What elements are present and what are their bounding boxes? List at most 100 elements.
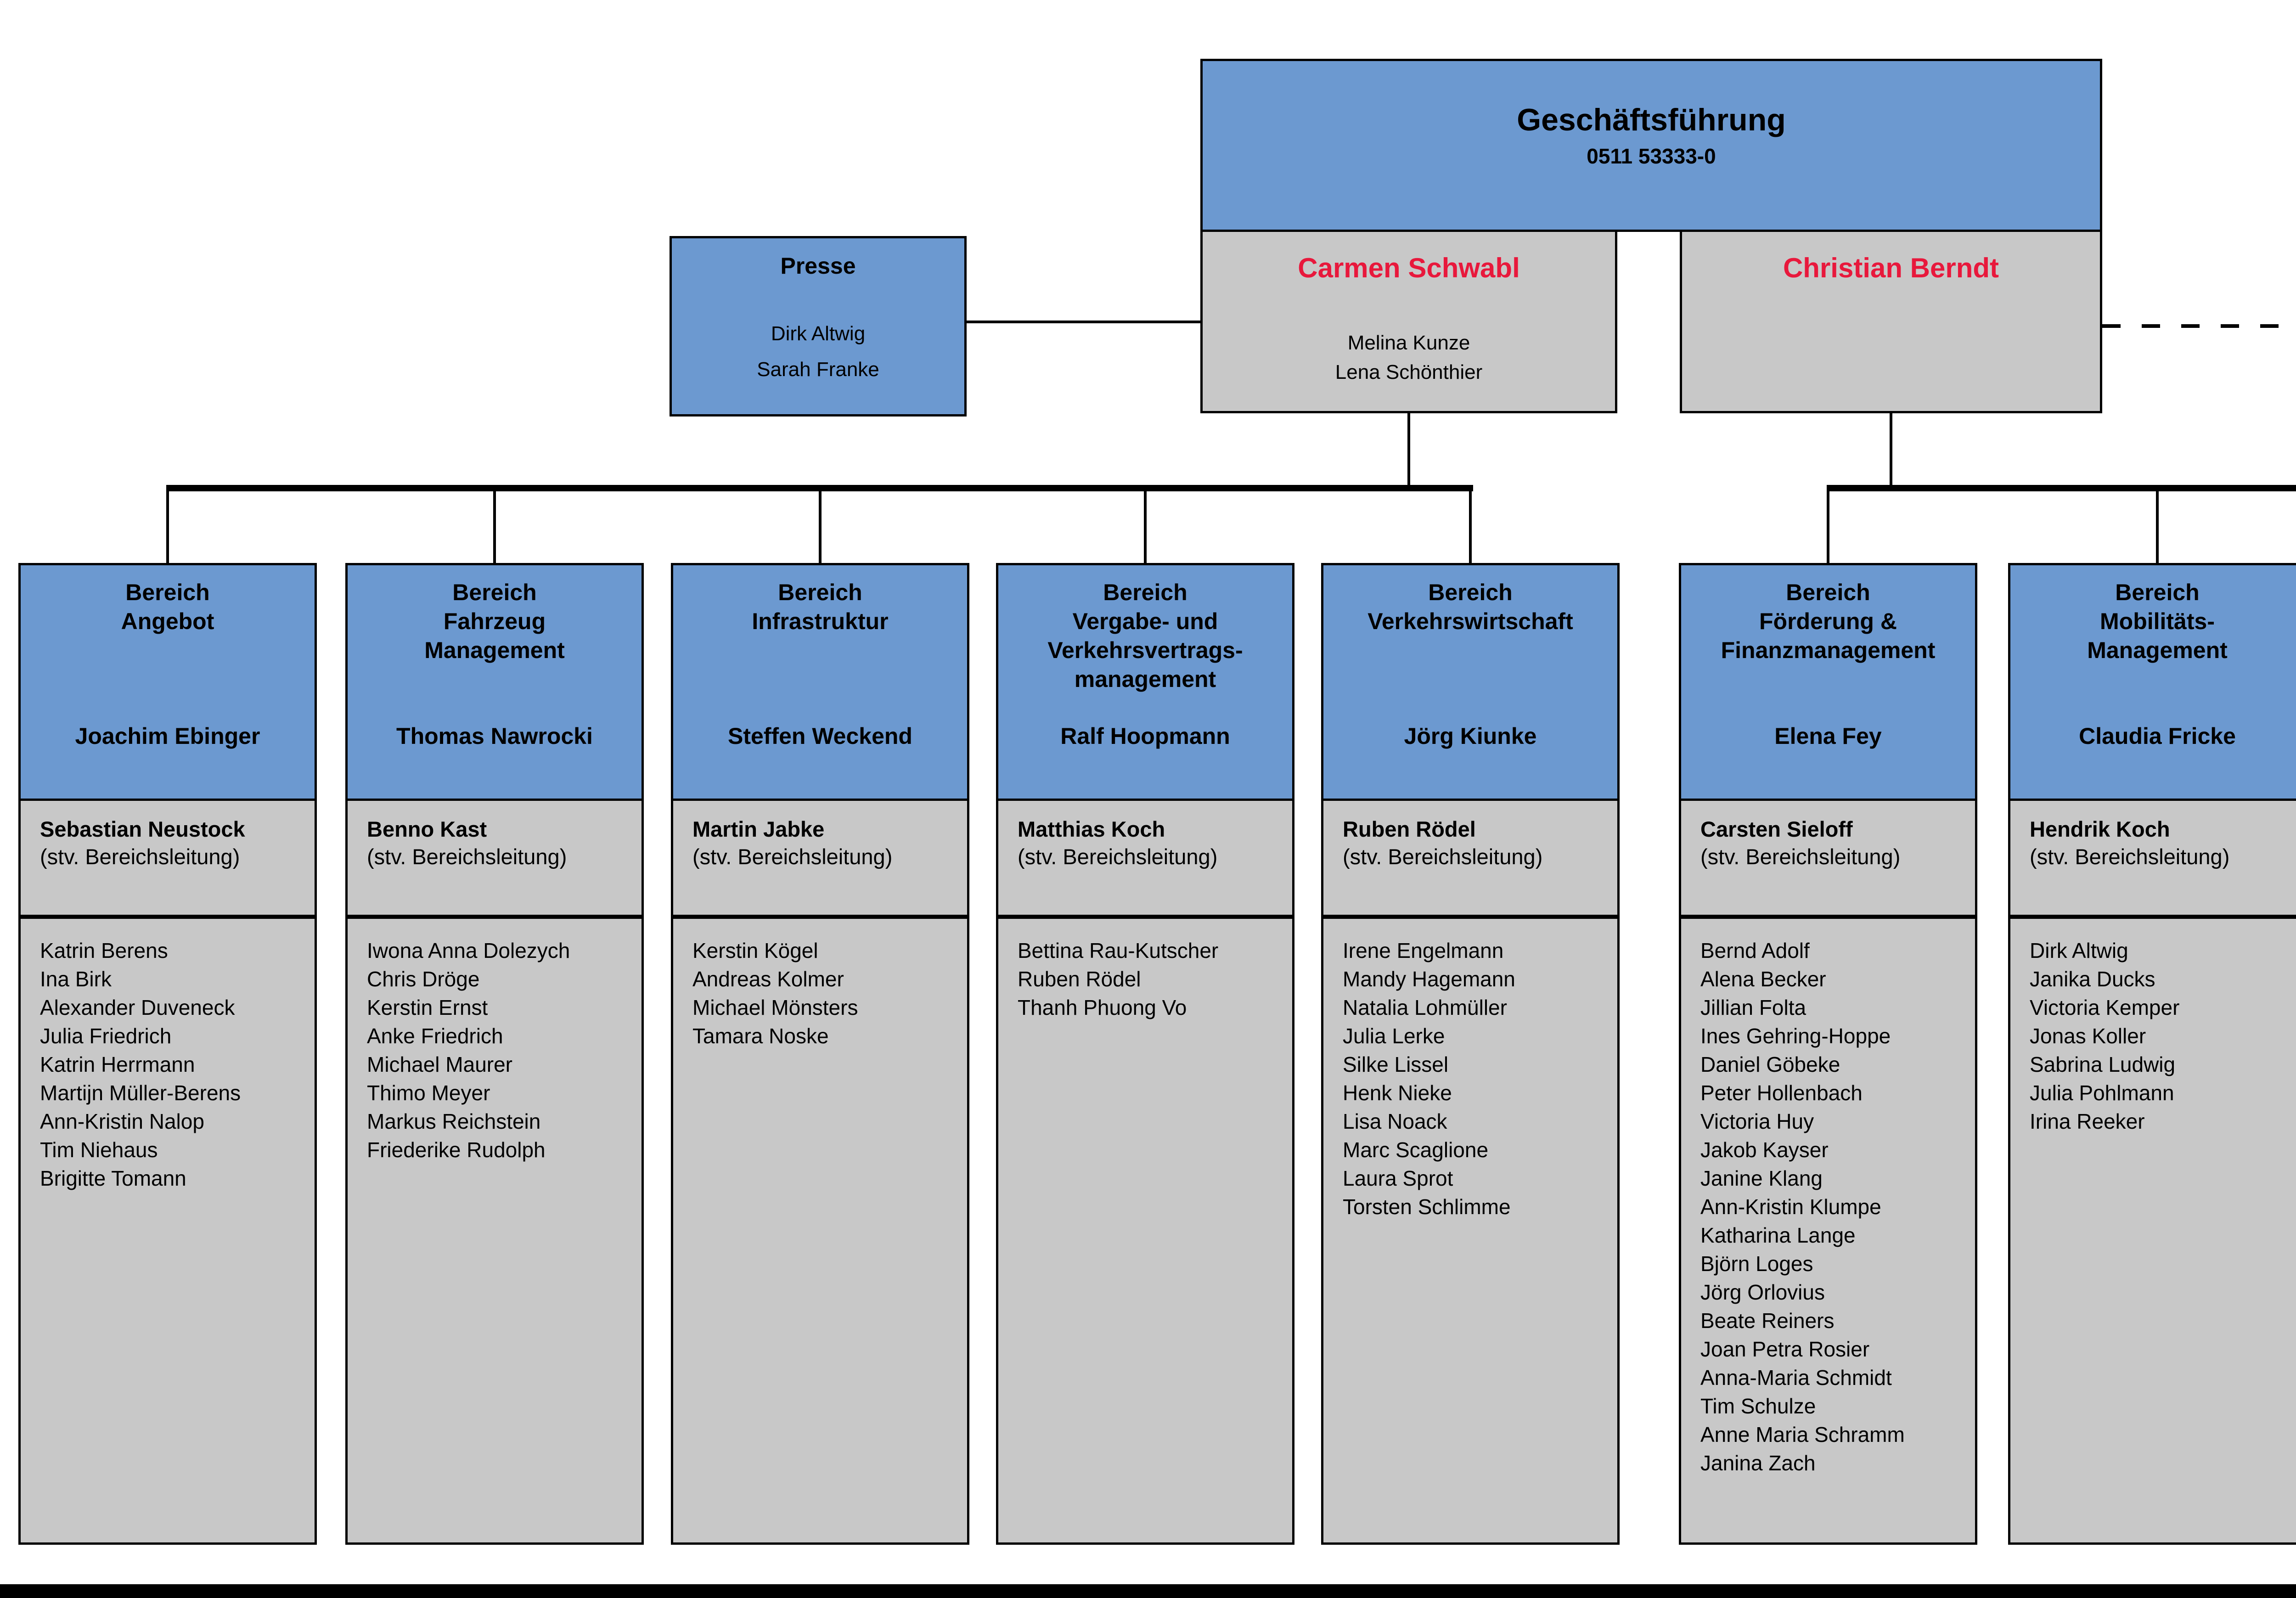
department-deputy-section: Benno Kast (stv. Bereichsleitung) bbox=[345, 801, 644, 917]
management-box: Geschäftsführung 0511 53333-0 bbox=[1200, 59, 2102, 232]
department-title-line: Verkehrsvertrags- bbox=[1047, 637, 1243, 663]
staff-member-name: Michael Maurer bbox=[367, 1052, 512, 1076]
deputy-name: Carsten Sieloff bbox=[1700, 817, 1853, 841]
connector-presse-line bbox=[967, 321, 1200, 323]
director-assistants: Melina Kunze Lena Schönthier bbox=[1212, 328, 1606, 387]
department-title-line: Bereich bbox=[1428, 580, 1513, 605]
staff-member-name: Anne Maria Schramm bbox=[1700, 1423, 1905, 1446]
deputy-role: (stv. Bereichsleitung) bbox=[40, 844, 240, 869]
staff-member-name: Henk Nieke bbox=[1343, 1081, 1452, 1105]
staff-member-name: Sabrina Ludwig bbox=[2030, 1052, 2176, 1076]
director-name: Carmen Schwabl bbox=[1298, 253, 1520, 283]
department-title-line: Bereich bbox=[778, 580, 862, 605]
staff-member-name: Kerstin Kögel bbox=[692, 939, 818, 962]
deputy-role: (stv. Bereichsleitung) bbox=[367, 844, 567, 869]
director-box-carmen-schwabl: Carmen Schwabl Melina Kunze Lena Schönth… bbox=[1200, 232, 1617, 413]
staff-member-name: Anna-Maria Schmidt bbox=[1700, 1366, 1892, 1390]
connector-drop-line bbox=[2156, 488, 2159, 563]
presse-box: Presse Dirk Altwig Sarah Franke bbox=[670, 236, 967, 416]
staff-member-name: Tamara Noske bbox=[692, 1024, 829, 1048]
staff-member-name: Irene Engelmann bbox=[1343, 939, 1504, 962]
connector-datenschutz-dashed-line bbox=[2102, 324, 2296, 328]
department-head-name: Claudia Fricke bbox=[2017, 722, 2296, 751]
deputy-name: Hendrik Koch bbox=[2030, 817, 2170, 841]
department-head-name: Elena Fey bbox=[1688, 722, 1969, 751]
staff-member-name: Bernd Adolf bbox=[1700, 939, 1810, 962]
staff-member-name: Bettina Rau-Kutscher bbox=[1018, 939, 1219, 962]
department-title-line: Management bbox=[2087, 637, 2228, 663]
staff-member-name: Julia Friedrich bbox=[40, 1024, 172, 1048]
staff-member-name: Anke Friedrich bbox=[367, 1024, 503, 1048]
staff-member-name: Silke Lissel bbox=[1343, 1052, 1449, 1076]
director-box-christian-berndt: Christian Berndt bbox=[1680, 232, 2102, 413]
department-title-line: Finanzmanagement bbox=[1721, 637, 1936, 663]
deputy-role: (stv. Bereichsleitung) bbox=[2030, 844, 2230, 869]
staff-member-name: Friederike Rudolph bbox=[367, 1138, 546, 1162]
department-title-line: Infrastruktur bbox=[752, 608, 889, 634]
connector-christian-vertical bbox=[1890, 412, 1892, 487]
deputy-name: Sebastian Neustock bbox=[40, 817, 245, 841]
deputy-name: Martin Jabke bbox=[692, 817, 825, 841]
staff-member-name: Brigitte Tomann bbox=[40, 1166, 186, 1190]
staff-member-name: Torsten Schlimme bbox=[1343, 1195, 1511, 1219]
staff-member-name: Ina Birk bbox=[40, 967, 112, 991]
staff-member-name: Katharina Lange bbox=[1700, 1223, 1856, 1247]
staff-member-name: Kerstin Ernst bbox=[367, 996, 488, 1019]
staff-member-name: Katrin Berens bbox=[40, 939, 168, 962]
staff-member-name: Jörg Orlovius bbox=[1700, 1280, 1825, 1304]
staff-member-name: Björn Loges bbox=[1700, 1252, 1813, 1276]
connector-drop-line bbox=[1144, 488, 1147, 563]
staff-member-name: Laura Sprot bbox=[1343, 1166, 1453, 1190]
department-head-name: Ralf Hoopmann bbox=[1005, 722, 1286, 751]
staff-member-name: Julia Lerke bbox=[1343, 1024, 1445, 1048]
department-deputy-section: Carsten Sieloff (stv. Bereichsleitung) bbox=[1679, 801, 1977, 917]
department-title-line: Bereich bbox=[2115, 580, 2200, 605]
management-phone: 0511 53333-0 bbox=[1587, 144, 1716, 168]
department-deputy-section: Martin Jabke (stv. Bereichsleitung) bbox=[671, 801, 969, 917]
staff-member-name: Ann-Kristin Klumpe bbox=[1700, 1195, 1881, 1219]
connector-drop-line bbox=[1469, 488, 1472, 563]
department-title-line: Verkehrswirtschaft bbox=[1367, 608, 1573, 634]
staff-member-name: Mandy Hagemann bbox=[1343, 967, 1515, 991]
department-head-name: Thomas Nawrocki bbox=[354, 722, 635, 751]
connector-carmen-vertical bbox=[1407, 412, 1410, 487]
department-deputy-section: Matthias Koch (stv. Bereichsleitung) bbox=[996, 801, 1294, 917]
staff-member-name: Dirk Altwig bbox=[2030, 939, 2128, 962]
department-title-line: Bereich bbox=[452, 580, 537, 605]
staff-member-name: Marc Scaglione bbox=[1343, 1138, 1489, 1162]
member-name: Sarah Franke bbox=[757, 358, 879, 381]
staff-member-name: Janine Klang bbox=[1700, 1166, 1823, 1190]
department-title-line: Förderung & bbox=[1759, 608, 1897, 634]
department-deputy-section: Sebastian Neustock (stv. Bereichsleitung… bbox=[18, 801, 317, 917]
staff-member-name: Andreas Kolmer bbox=[692, 967, 844, 991]
assistant-name: Melina Kunze bbox=[1347, 332, 1470, 354]
staff-member-name: Jonas Koller bbox=[2030, 1024, 2146, 1048]
assistant-name: Lena Schönthier bbox=[1335, 361, 1483, 383]
connector-drop-line bbox=[166, 488, 169, 563]
connector-drop-line bbox=[819, 488, 822, 563]
deputy-role: (stv. Bereichsleitung) bbox=[1018, 844, 1218, 869]
department-title-line: Vergabe- und bbox=[1072, 608, 1218, 634]
department-title-line: Mobilitäts- bbox=[2100, 608, 2215, 634]
staff-member-name: Peter Hollenbach bbox=[1700, 1081, 1863, 1105]
staff-member-name: Daniel Göbeke bbox=[1700, 1052, 1840, 1076]
